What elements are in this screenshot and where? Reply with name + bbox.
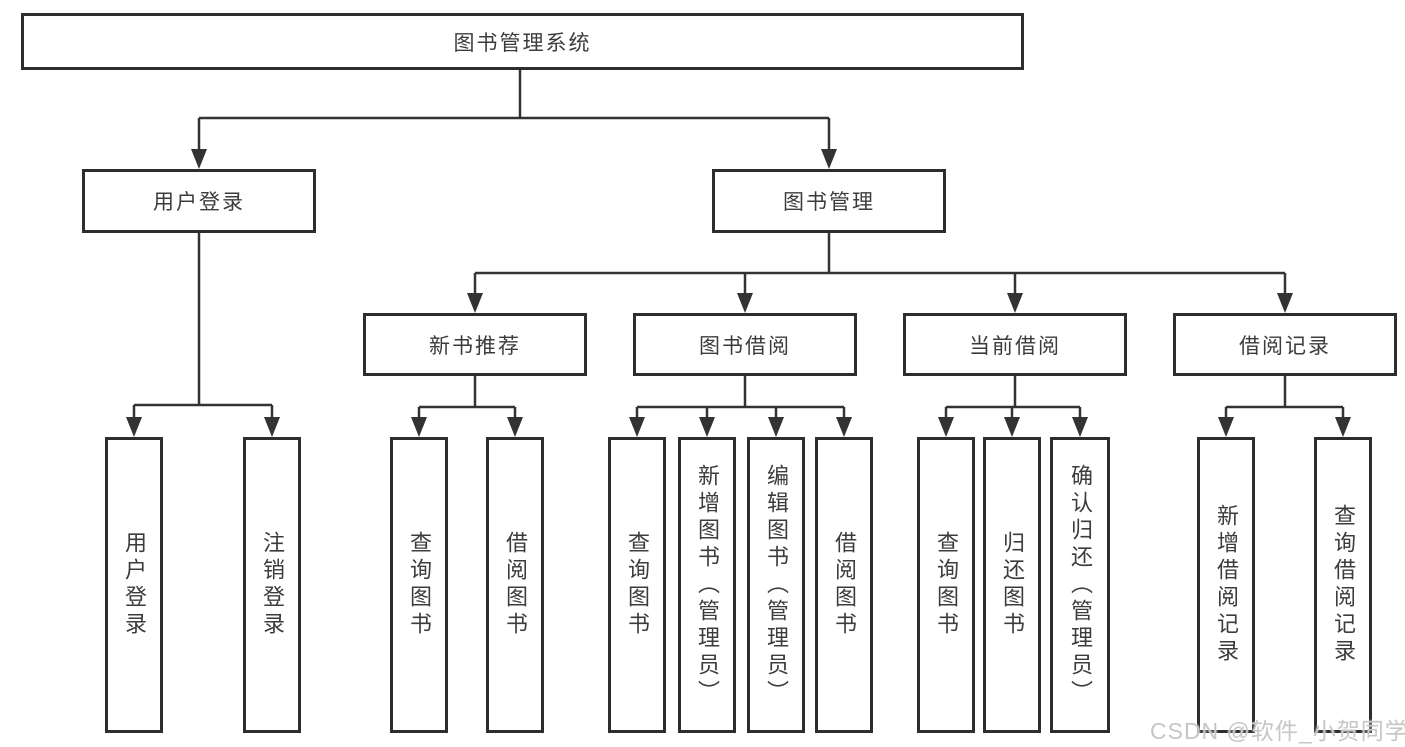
arrowhead-icons xyxy=(126,149,1351,437)
node-label: 查询借阅记录 xyxy=(1331,504,1356,666)
node-label: 用户登录 xyxy=(122,531,147,639)
node-label: 用户登录 xyxy=(153,191,245,214)
node-label: 图书管理 xyxy=(783,191,875,214)
node-current-borrow: 当前借阅 xyxy=(903,313,1127,376)
node-borrow-records: 借阅记录 xyxy=(1173,313,1397,376)
leaf-borrow-books: 借阅图书 xyxy=(486,437,544,733)
node-label: 注销登录 xyxy=(260,531,285,639)
leaf-return-books: 归还图书 xyxy=(983,437,1041,733)
node-library-system: 图书管理系统 xyxy=(21,13,1024,70)
node-user-login: 用户登录 xyxy=(82,169,316,233)
node-label: 图书管理系统 xyxy=(453,31,592,55)
node-book-borrow: 图书借阅 xyxy=(633,313,857,376)
leaf-query-borrow-record: 查询借阅记录 xyxy=(1314,437,1372,733)
node-label: 查询图书 xyxy=(625,531,650,639)
leaf-query-books: 查询图书 xyxy=(608,437,666,733)
node-label: 新增图书（管理员） xyxy=(695,463,720,707)
leaf-query-books: 查询图书 xyxy=(390,437,448,733)
node-label: 归还图书 xyxy=(1000,531,1025,639)
node-label: 查询图书 xyxy=(934,531,959,639)
leaf-user-login: 用户登录 xyxy=(105,437,163,733)
node-label: 借阅记录 xyxy=(1239,334,1331,358)
node-label: 新书推荐 xyxy=(429,334,521,358)
node-label: 当前借阅 xyxy=(969,334,1061,358)
node-label: 编辑图书（管理员） xyxy=(764,463,789,707)
node-book-management: 图书管理 xyxy=(712,169,946,233)
leaf-add-borrow-record: 新增借阅记录 xyxy=(1197,437,1255,733)
leaf-edit-books-admin: 编辑图书（管理员） xyxy=(747,437,805,733)
node-label: 图书借阅 xyxy=(699,334,791,358)
leaf-query-books: 查询图书 xyxy=(917,437,975,733)
node-label: 查询图书 xyxy=(407,531,432,639)
leaf-logout: 注销登录 xyxy=(243,437,301,733)
connector-lines xyxy=(132,70,1345,422)
csdn-watermark: CSDN @软件_小贺同学 xyxy=(1150,718,1405,744)
node-label: 借阅图书 xyxy=(503,531,528,639)
leaf-borrow-books: 借阅图书 xyxy=(815,437,873,733)
node-label: 确认归还（管理员） xyxy=(1068,463,1093,707)
node-new-book-recommend: 新书推荐 xyxy=(363,313,587,376)
node-label: 借阅图书 xyxy=(832,531,857,639)
leaf-add-books-admin: 新增图书（管理员） xyxy=(678,437,736,733)
leaf-confirm-return-admin: 确认归还（管理员） xyxy=(1050,437,1110,733)
node-label: 新增借阅记录 xyxy=(1214,504,1239,666)
